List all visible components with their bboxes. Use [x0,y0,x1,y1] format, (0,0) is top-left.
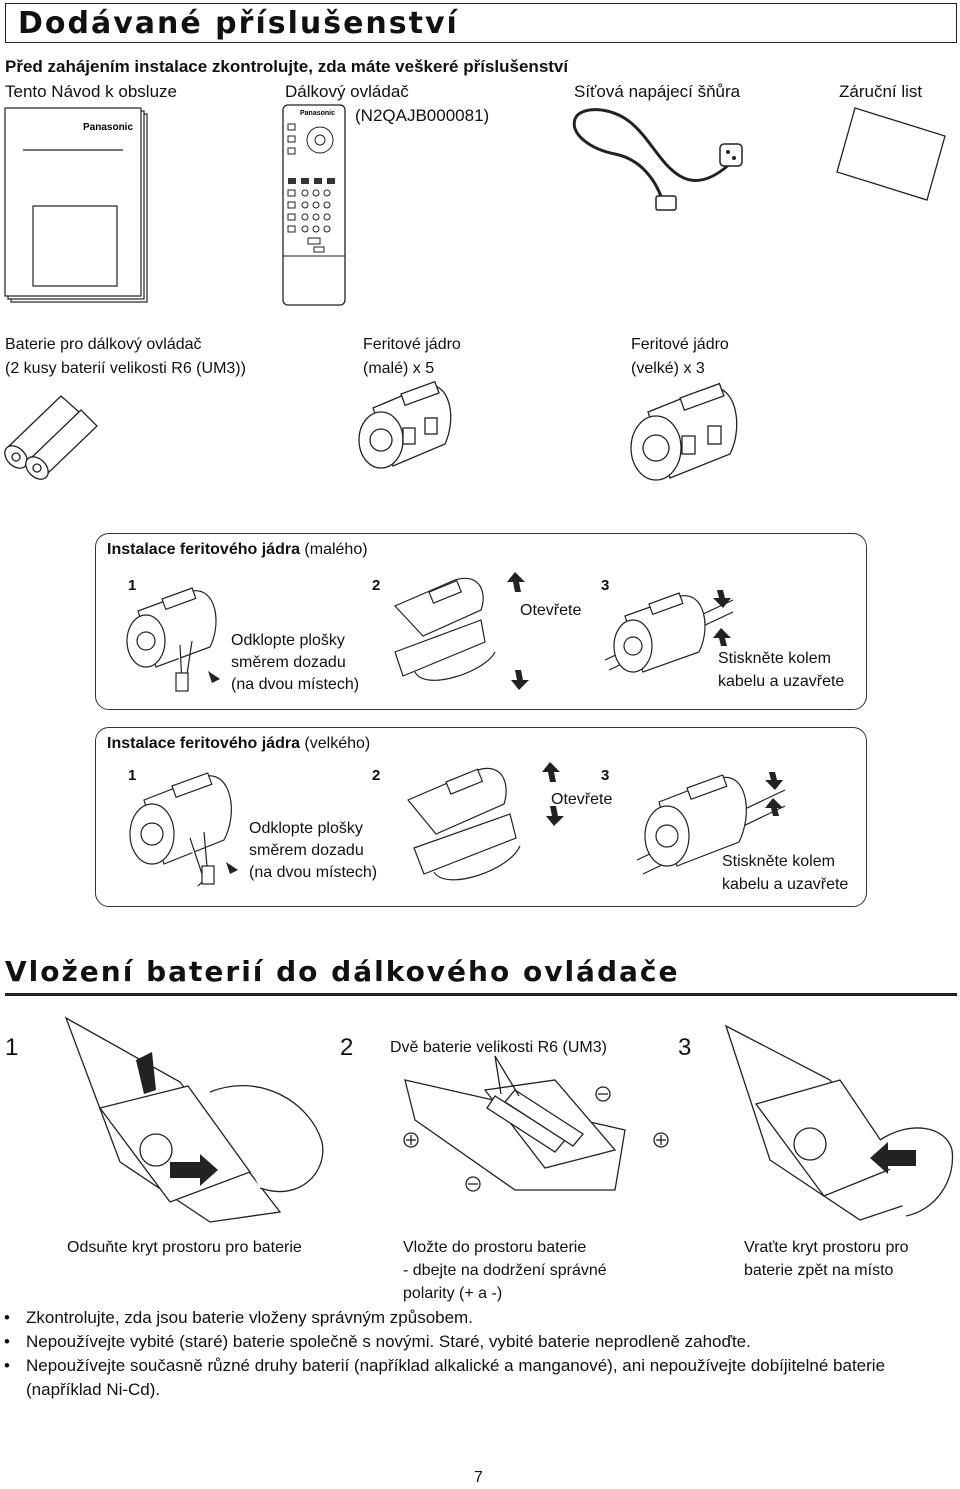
battery-caption-2: Vložte do prostoru baterie- dbejte na do… [403,1239,607,1302]
battery-caption-1: Odsuňte kryt prostoru pro baterie [67,1239,302,1256]
ferrite-core-large-illustration [628,380,748,490]
install-large-step-3: 3 [601,767,610,784]
cord-label: Síťová napájecí šňůra [574,82,741,101]
remote-label: Dálkový ovládač [285,82,409,101]
install-large-step2-illustration [400,760,535,890]
manual-illustration: Panasonic [4,107,150,304]
install-large-step-1: 1 [128,767,137,784]
list-item: Nepoužívejte vybité (staré) baterie spol… [0,1330,955,1354]
list-item: Nepoužívejte současně různé druhy bateri… [0,1354,955,1402]
core-large-label-1: Feritové jádro [631,336,729,353]
core-small-label-1: Feritové jádro [363,336,461,353]
install-large-step1-illustration [124,770,246,895]
core-large-label-2: (velké) x 3 [631,360,705,377]
install-large-panel [95,727,867,907]
battery-step3-illustration [720,1020,956,1225]
remote-brand: Panasonic [300,110,335,117]
list-item: Zkontrolujte, zda jsou baterie vloženy s… [0,1306,955,1330]
install-small-title: Instalace feritového jádra (malého) [107,541,368,558]
remote-illustration: Panasonic [282,104,348,308]
manual-brand: Panasonic [83,122,133,133]
batteries-illustration [3,388,101,480]
battery-step2-illustration [395,1050,685,1200]
install-small-open-arrows [505,570,535,710]
section-title-box: Dodávané příslušenství [5,3,957,43]
battery-warning-list: Zkontrolujte, zda jsou baterie vloženy s… [0,1306,955,1402]
page-title: Dodávané příslušenství [18,6,459,41]
install-large-open-arrows [540,760,570,830]
install-small-panel [95,533,867,710]
install-large-step-2: 2 [372,767,381,784]
battery-step-3: 3 [678,1034,692,1061]
two-batteries-label: Dvě baterie velikosti R6 (UM3) [390,1039,607,1056]
warranty-card-illustration [835,106,947,202]
remote-code: (N2QAJB000081) [355,106,490,125]
ferrite-core-small-illustration [355,378,460,478]
install-small-step1-illustration [120,585,230,695]
battery-step-1: 1 [5,1034,19,1061]
install-small-step-1: 1 [128,577,137,594]
install-small-step2-illustration [385,572,510,697]
install-large-title: Instalace feritového jádra (velkého) [107,735,371,752]
install-large-step3-illustration [636,770,787,890]
power-cord-illustration [570,104,750,224]
batteries-label-2: (2 kusy baterií velikosti R6 (UM3)) [5,360,246,377]
core-small-label-2: (malé) x 5 [363,360,435,377]
battery-section-rule [5,993,957,996]
install-small-step3-illustration [604,590,735,690]
battery-section-title: Vložení baterií do dálkového ovládače [5,955,680,988]
battery-step-2: 2 [340,1034,354,1061]
page-number: 7 [474,1469,483,1486]
warranty-label: Záruční list [839,82,923,101]
battery-step1-illustration [60,1012,330,1224]
install-large-open-text: Otevřete [551,791,613,808]
install-small-step-2: 2 [372,577,381,594]
batteries-label-1: Baterie pro dálkový ovládač [5,336,202,353]
install-small-step-3: 3 [601,577,610,594]
intro-text: Před zahájením instalace zkontrolujte, z… [5,57,569,76]
install-small-open-text: Otevřete [520,602,582,619]
manual-label: Tento Návod k obsluze [5,82,177,101]
